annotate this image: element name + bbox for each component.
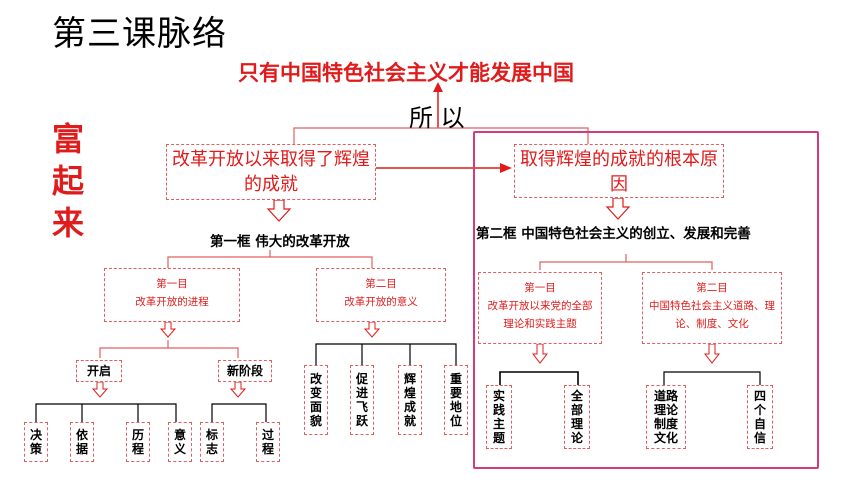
leaf-start-item: 依据	[70, 422, 94, 462]
main-theme-heading: 只有中国特色社会主义才能发展中国	[238, 61, 574, 85]
frame1-mu1-box: 第一目 改革开放的进程	[104, 268, 240, 322]
leaf-meaning-item: 辉煌成就	[398, 365, 422, 435]
leaf-four-confidences: 四个自信	[747, 385, 773, 449]
leaf-start-item: 意义	[168, 422, 192, 462]
leaf-new-item: 过程	[256, 422, 280, 462]
stage-new-box: 新阶段	[218, 360, 272, 382]
connector-label: 所 以	[409, 104, 465, 132]
mu-text: 中国特色社会主义道路、理论、制度、文化	[649, 300, 775, 330]
leaf-meaning-item: 促进飞跃	[350, 365, 374, 435]
mu-text: 改革开放的意义	[344, 296, 418, 308]
mu-text: 改革开放的进程	[135, 296, 209, 308]
frame2-title: 第二框 中国特色社会主义的创立、发展和完善	[476, 226, 751, 242]
frame1-mu2-box: 第二目 改革开放的意义	[316, 268, 446, 322]
mu-label: 第一目	[156, 278, 188, 290]
mu-label: 第一目	[524, 282, 556, 294]
mu-text: 改革开放以来党的全部理论和实践主题	[487, 300, 593, 330]
leaf-meaning-item: 改变面貌	[304, 365, 328, 435]
root-cause-box: 取得辉煌的成就的根本原因	[514, 144, 724, 198]
mu-label: 第二目	[365, 278, 397, 290]
leaf-new-item: 标志	[200, 422, 224, 462]
leaf-practice-theme: 实践主题	[486, 385, 512, 449]
frame2-mu1-box: 第一目 改革开放以来党的全部理论和实践主题	[478, 272, 602, 344]
frame2-mu2-box: 第二目 中国特色社会主义道路、理论、制度、文化	[642, 272, 782, 344]
frame1-title: 第一框 伟大的改革开放	[210, 234, 350, 250]
leaf-path-theory-system-culture: 道路理论制度文化	[646, 385, 686, 449]
leaf-start-item: 历程	[126, 422, 150, 462]
achievement-box: 改革开放以来取得了辉煌的成就	[166, 144, 376, 200]
leaf-meaning-item: 重要地位	[444, 365, 468, 435]
stage-start-box: 开启	[76, 360, 122, 382]
page-title: 第三课脉络	[52, 14, 227, 54]
highlight-panel	[473, 131, 819, 469]
leaf-start-item: 决策	[24, 422, 48, 462]
mu-label: 第二目	[696, 282, 728, 294]
leaf-whole-theory: 全部理论	[564, 385, 590, 449]
side-label: 富起来	[51, 120, 84, 242]
